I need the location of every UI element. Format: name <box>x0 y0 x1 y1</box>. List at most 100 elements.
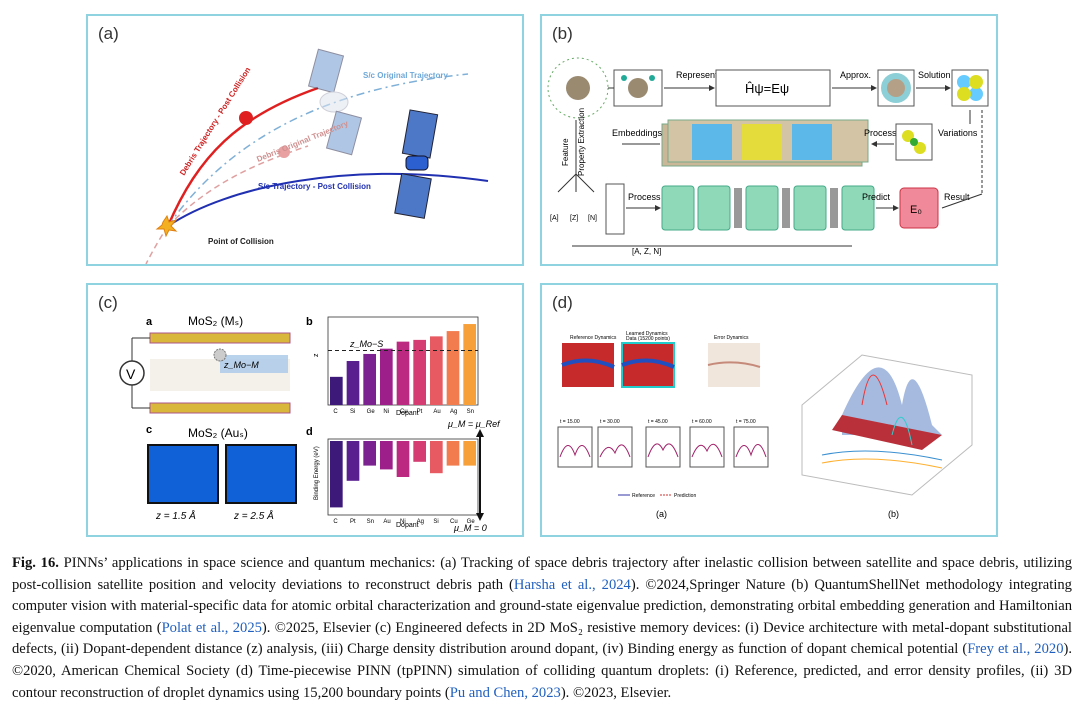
subfig-a-label: (a) <box>656 509 667 519</box>
svg-text:Reference Dynamics: Reference Dynamics <box>570 335 617 341</box>
panel-b: (b) Represent Ĥψ=Eψ Approx. Solution Emb… <box>540 14 998 266</box>
mu-zero-label: μ_M = 0 <box>453 523 487 533</box>
chart-d-tick-label: Pt <box>350 519 356 525</box>
citation-pu-chen[interactable]: Pu and Chen, 2023 <box>449 684 561 701</box>
chart-b-bar <box>346 361 360 405</box>
satellite-post-icon <box>394 109 439 219</box>
chart-d-bar <box>346 441 360 481</box>
panel-c-label: (c) <box>98 293 118 312</box>
svg-text:Data (15200 points): Data (15200 points) <box>626 336 670 342</box>
chart-b-tick-label: Sn <box>467 409 474 415</box>
approx-label: Approx. <box>840 70 871 80</box>
chart-d-tick-label: C <box>333 519 338 525</box>
figure-number: Fig. 16. <box>12 555 59 571</box>
represent-label: Represent <box>676 70 718 80</box>
sc-post-collision-path <box>167 173 489 227</box>
chart-b-tick-label: Ni <box>383 409 389 415</box>
svg-text:[A]: [A] <box>550 215 559 222</box>
chart-b-tick-label: Ge <box>367 409 376 415</box>
result-label: Result <box>944 192 970 202</box>
collision-burst-icon <box>155 214 178 238</box>
network-blocks <box>661 185 875 231</box>
space-debris-diagram: Debris Trajectory - Post Collision Debri… <box>145 48 489 264</box>
z15-label: z = 1.5 Å <box>155 509 196 522</box>
chart-d-tick-label: Si <box>433 519 438 525</box>
debris-dot <box>239 111 253 125</box>
chart-b-bar <box>463 324 476 405</box>
svg-text:Property Extraction: Property Extraction <box>577 108 586 176</box>
citation-polat[interactable]: Polat et al., 2025 <box>161 619 262 636</box>
chart-d-tick-label: Au <box>383 519 390 525</box>
chart-d-bar <box>413 441 426 462</box>
svg-text:c: c <box>146 424 152 436</box>
quantum-droplet-figure: Reference Dynamics Learned Dynamics Data… <box>557 331 973 519</box>
predict-label: Predict <box>862 192 891 202</box>
svg-text:Prediction: Prediction <box>674 493 696 499</box>
svg-text:Reference: Reference <box>632 493 655 499</box>
chart-b-tick-label: Au <box>433 409 440 415</box>
debris-post-collision-path <box>166 86 319 227</box>
citation-frey[interactable]: Frey et al., 2020 <box>967 641 1064 658</box>
svg-text:a: a <box>146 316 153 328</box>
svg-text:Feature: Feature <box>561 138 570 166</box>
chart-b-tick-label: Si <box>350 409 355 415</box>
chart-d-tick-label: Ni <box>400 519 406 525</box>
svg-text:V: V <box>126 366 136 382</box>
svg-text:t = 30.00: t = 30.00 <box>600 419 620 425</box>
sc-post-label: S/c Trajectory - Post Collision <box>258 182 371 191</box>
e0-box <box>899 187 939 229</box>
solution-label: Solution <box>918 70 951 80</box>
svg-text:[N]: [N] <box>588 215 597 222</box>
azn-label: [A, Z, N] <box>632 247 661 256</box>
chart-d-tick-label: Ag <box>417 519 424 525</box>
chart-d-axes <box>327 438 479 516</box>
panel-a-label: (a) <box>98 24 119 43</box>
equation: Ĥψ=Eψ <box>745 81 789 96</box>
chart-d-xlabel: Dopant <box>396 522 419 529</box>
embeddings-label: Embeddings <box>612 128 663 138</box>
collision-label: Point of Collision <box>208 237 274 246</box>
chart-d-bar <box>446 441 460 466</box>
chart-d-tick-label: Sn <box>367 519 374 525</box>
panel-a: (a) Debris Trajectory - Post Collision D… <box>86 14 524 266</box>
chart-b-bar <box>413 339 426 405</box>
chart-b-ylabel: z <box>313 353 320 357</box>
panel-d-label: (d) <box>552 293 573 312</box>
chart-d-bar <box>463 441 476 466</box>
chart-d-bar <box>396 441 410 477</box>
process-label-top: Process <box>864 128 897 138</box>
chart-b-bar <box>446 331 460 405</box>
subfig-b-label: (b) <box>888 509 899 519</box>
panel-b-label: (b) <box>552 24 573 43</box>
chart-b-xlabel: Dopant <box>396 410 419 417</box>
chart-b-tick-label: Cu <box>400 409 408 415</box>
chart-b-tick-label: Pt <box>417 409 423 415</box>
citation-harsha[interactable]: Harsha et al., 2024 <box>513 576 631 593</box>
svg-text:Process: Process <box>628 192 661 202</box>
z-mo-s-label: z_Mo−S <box>349 339 383 349</box>
chart-b-bar <box>396 341 410 405</box>
chart-d-bar <box>380 441 393 470</box>
embeddings-stack <box>661 119 869 167</box>
svg-text:t = 60.00: t = 60.00 <box>692 419 712 425</box>
z25-label: z = 2.5 Å <box>233 509 274 522</box>
sc-orig-label: S/c Original Trajectory <box>363 71 448 80</box>
mos2-aus-title: MoS₂ (Auₛ) <box>188 426 248 440</box>
svg-text:[Z]: [Z] <box>570 215 578 222</box>
chart-d-tick-label: Cu <box>450 519 458 525</box>
bottom-electrode <box>149 402 291 414</box>
equation-box <box>715 69 831 107</box>
voltage-source-icon <box>119 360 145 386</box>
chart-d: C Pt Sn Au Ni Ag Si Cu Ge <box>327 438 479 525</box>
panel-c: (c) a MoS₂ (Mₛ) V z_Mo−M c MoS₂ (Auₛ) z … <box>86 283 524 537</box>
satellite-original-icon <box>307 48 363 156</box>
chart-b-tick-label: Ag <box>450 409 457 415</box>
z-mo-m-label: z_Mo−M <box>223 360 259 370</box>
chart-b-bar <box>363 353 376 405</box>
svg-text:t = 75.00: t = 75.00 <box>736 419 756 425</box>
svg-text:t = 15.00: t = 15.00 <box>560 419 580 425</box>
chart-b-bar <box>380 348 393 405</box>
top-electrode <box>149 332 291 344</box>
panel-d: (d) Reference Dynamics Learned Dynamics … <box>540 283 998 537</box>
chart-d-tick-label: Ge <box>467 519 476 525</box>
